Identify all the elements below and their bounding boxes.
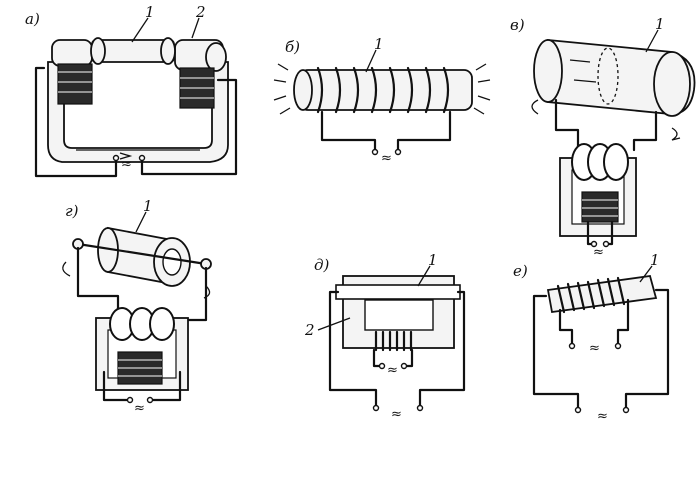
panel-g-label: г) <box>65 202 79 220</box>
panel-v: в) ≈ 1 <box>510 15 696 260</box>
panel-b-supply-symbol: ≈ <box>381 151 392 166</box>
panel-b-wire-right <box>396 110 452 152</box>
panel-e: е) ≈ ≈ 1 <box>513 251 670 424</box>
panel-d-main-wire-right <box>418 290 466 408</box>
panel-a: а) ≈ <box>25 3 238 178</box>
panel-v-supply-symbol: ≈ <box>593 245 604 260</box>
panel-e-main-wire-left <box>532 294 580 410</box>
panel-v-callout-1: 1 <box>655 15 665 33</box>
panel-g-cylinder <box>72 226 212 287</box>
panel-e-main-supply-symbol: ≈ <box>597 409 608 424</box>
panel-b-callout-1: 1 <box>374 35 384 53</box>
panel-g-callout-1: 1 <box>143 197 153 215</box>
panel-e-coil-supply-symbol: ≈ <box>589 341 600 356</box>
panel-g-supply-left <box>102 370 132 402</box>
panel-a-workpiece <box>90 37 227 72</box>
panel-b: б) ≈ 1 <box>273 35 491 166</box>
panel-a-wire-left <box>34 66 118 178</box>
panel-v-wire-right <box>632 110 658 152</box>
panel-e-coil-wire-right <box>616 298 630 346</box>
panel-b-label: б) <box>285 38 300 56</box>
panel-e-callout-1: 1 <box>650 251 660 269</box>
panel-a-callout-1: 1 <box>145 3 155 21</box>
panel-d-main-supply-symbol: ≈ <box>391 407 402 422</box>
panel-b-wire-left <box>320 110 377 152</box>
panel-d-main-wire-left <box>328 290 378 408</box>
panel-d-inductor <box>335 275 461 352</box>
panel-v-transformer <box>559 143 637 237</box>
panel-a-label: а) <box>25 10 40 28</box>
panel-d-callout-2: 2 <box>304 321 315 339</box>
panel-g-wire-left <box>76 246 120 314</box>
panel-e-main-wire-right <box>624 288 670 410</box>
panel-a-windings <box>57 63 215 109</box>
panel-d: д) ≈ ≈ 1 2 <box>304 251 466 422</box>
panel-g-transformer <box>95 307 189 391</box>
panel-e-inductor <box>546 275 658 314</box>
panel-v-label: в) <box>510 16 525 34</box>
panel-d-label: д) <box>314 256 330 274</box>
panel-a-wire-right <box>140 78 238 176</box>
panel-g: г) ≈ 1 <box>62 197 212 416</box>
panel-v-wire-left <box>554 98 580 150</box>
panel-e-coil-wire-left <box>558 308 574 346</box>
panel-e-label: е) <box>513 262 528 280</box>
panel-d-coil-supply-symbol: ≈ <box>387 363 398 378</box>
panel-a-supply-symbol: ≈ <box>121 157 132 172</box>
panel-g-supply-right <box>148 370 182 402</box>
panel-b-inductor <box>273 63 491 115</box>
panel-g-supply-symbol: ≈ <box>134 401 145 416</box>
panel-d-callout-1: 1 <box>428 251 438 269</box>
panel-a-callout-2: 2 <box>195 3 206 21</box>
panel-v-cylinder <box>533 39 696 117</box>
